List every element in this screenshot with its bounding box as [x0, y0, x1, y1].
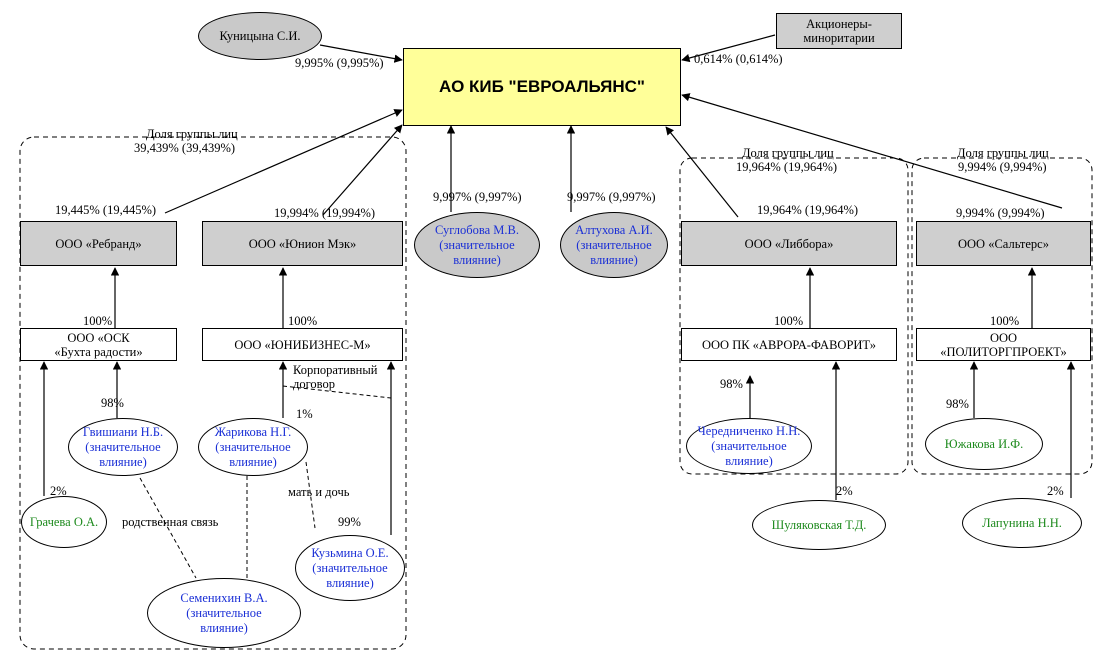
rebrand-share-label: 19,445% (19,445%): [55, 203, 157, 217]
zharikova-node: Жарикова Н.Г. (значительное влияние): [198, 418, 308, 476]
lapunina-name: Лапунина Н.Н.: [982, 515, 1062, 530]
gvishiani-98-label: 98%: [101, 396, 124, 410]
main-company-box: АО КИБ "ЕВРОАЛЬЯНС": [403, 48, 681, 126]
shulyakovskaya-name: Шуляковская Т.Д.: [771, 517, 867, 532]
kuzmina-node: Кузьмина О.Е. (значительное влияние): [295, 535, 405, 601]
union-mek-name: ООО «Юнион Мэк»: [248, 236, 357, 251]
salters-share-label: 9,994% (9,994%): [956, 206, 1045, 220]
gracheva-name: Грачева О.А.: [29, 514, 99, 529]
group2-title-label: Доля группы лиц: [742, 146, 834, 160]
semenikhin-node: Семенихин В.А. (значительное влияние): [147, 578, 301, 648]
yuzhakova-98-label: 98%: [946, 397, 969, 411]
avrora-name: ООО ПК «АВРОРА-ФАВОРИТ»: [701, 337, 876, 352]
suglobova-name: Суглобова М.В. (значительное влияние): [435, 222, 519, 267]
salters-100-label: 100%: [990, 314, 1020, 328]
group2-boundary: [679, 157, 909, 475]
salters-name: ООО «Сальтерс»: [958, 236, 1049, 251]
arrow-kunitsyna: [319, 44, 403, 63]
osk-box: ООО «ОСК «Бухта радости»: [20, 328, 177, 361]
gvishiani-node: Гвишиани Н.Б. (значительное влияние): [68, 418, 178, 476]
cherednichenko-node: Чередниченко Н.Н. (значительное влияние): [686, 418, 812, 474]
shulyakovskaya-2-label: 2%: [836, 484, 853, 498]
union-share-label: 19,994% (19,994%): [274, 206, 376, 220]
altukhova-share-label: 9,997% (9,997%): [567, 190, 656, 204]
rebrand-box: ООО «Ребранд»: [20, 221, 177, 266]
kunitsyna-share-label: 9,995% (9,995%): [295, 56, 384, 70]
suglobova-share-label: 9,997% (9,997%): [433, 190, 522, 204]
libbora-name: ООО «Либбора»: [744, 236, 834, 251]
osk-name: ООО «ОСК «Бухта радости»: [54, 330, 143, 359]
avrora-box: ООО ПК «АВРОРА-ФАВОРИТ»: [681, 328, 897, 361]
lapunina-2-label: 2%: [1047, 484, 1064, 498]
unibiznes-name: ООО «ЮНИБИЗНЕС-М»: [234, 337, 371, 352]
union-mek-box: ООО «Юнион Мэк»: [202, 221, 403, 266]
union-100-label: 100%: [288, 314, 318, 328]
relation-line: [139, 477, 197, 579]
libbora-share-label: 19,964% (19,964%): [757, 203, 859, 217]
lapunina-node: Лапунина Н.Н.: [962, 498, 1082, 548]
arrow-salters: [681, 93, 1063, 209]
polit-name: ООО «ПОЛИТОРГПРОЕКТ»: [940, 330, 1067, 359]
group3-title-label: Доля группы лиц: [957, 146, 1049, 160]
yuzhakova-node: Южакова И.Ф.: [925, 418, 1043, 470]
cherednichenko-name: Чередниченко Н.Н. (значительное влияние): [697, 423, 801, 468]
minority-box: Акционеры- миноритарии: [776, 13, 902, 49]
mother-daughter-label: мать и дочь: [288, 485, 350, 499]
osk-100-label: 100%: [83, 314, 113, 328]
relation-label: родственная связь: [122, 515, 219, 529]
group1-boundary: [19, 136, 407, 650]
altukhova-node: Алтухова А.И. (значительное влияние): [560, 212, 668, 278]
corporate-agreement-label: Корпоративный договор: [293, 363, 378, 391]
group2-share-label: 19,964% (19,964%): [736, 160, 838, 174]
gracheva-node: Грачева О.А.: [21, 496, 107, 548]
rebrand-name: ООО «Ребранд»: [55, 236, 142, 251]
group1-title-label: Доля группы лиц: [146, 127, 238, 141]
altukhova-name: Алтухова А.И. (значительное влияние): [575, 222, 653, 267]
arrow-union: [322, 124, 403, 216]
minority-share-label: 0,614% (0,614%): [694, 52, 783, 66]
minority-name: Акционеры- миноритарии: [803, 17, 875, 45]
arrow-libbora: [665, 126, 739, 218]
libbora-box: ООО «Либбора»: [681, 221, 897, 266]
salters-box: ООО «Сальтерс»: [916, 221, 1091, 266]
zharikova-name: Жарикова Н.Г. (значительное влияние): [214, 424, 292, 469]
suglobova-node: Суглобова М.В. (значительное влияние): [414, 212, 540, 278]
group3-share-label: 9,994% (9,994%): [958, 160, 1047, 174]
kuzmina-99-label: 99%: [338, 515, 361, 529]
main-company-name: АО КИБ "ЕВРОАЛЬЯНС": [439, 77, 645, 96]
kunitsyna-node: Куницына С.И.: [198, 12, 322, 60]
yuzhakova-name: Южакова И.Ф.: [944, 436, 1024, 451]
gracheva-2-label: 2%: [50, 484, 67, 498]
unibiznes-box: ООО «ЮНИБИЗНЕС-М»: [202, 328, 403, 361]
shulyakovskaya-node: Шуляковская Т.Д.: [752, 500, 886, 550]
arrow-minority: [681, 34, 776, 63]
zharikova-1-label: 1%: [296, 407, 313, 421]
semenikhin-name: Семенихин В.А. (значительное влияние): [180, 590, 268, 635]
kunitsyna-name: Куницына С.И.: [219, 28, 301, 43]
group1-share-label: 39,439% (39,439%): [134, 141, 236, 155]
libbora-100-label: 100%: [774, 314, 804, 328]
polit-box: ООО «ПОЛИТОРГПРОЕКТ»: [916, 328, 1091, 361]
kuzmina-name: Кузьмина О.Е. (значительное влияние): [311, 545, 389, 590]
gvishiani-name: Гвишиани Н.Б. (значительное влияние): [82, 424, 164, 469]
cherednichenko-98-label: 98%: [720, 377, 743, 391]
arrow-rebrand: [164, 109, 403, 214]
